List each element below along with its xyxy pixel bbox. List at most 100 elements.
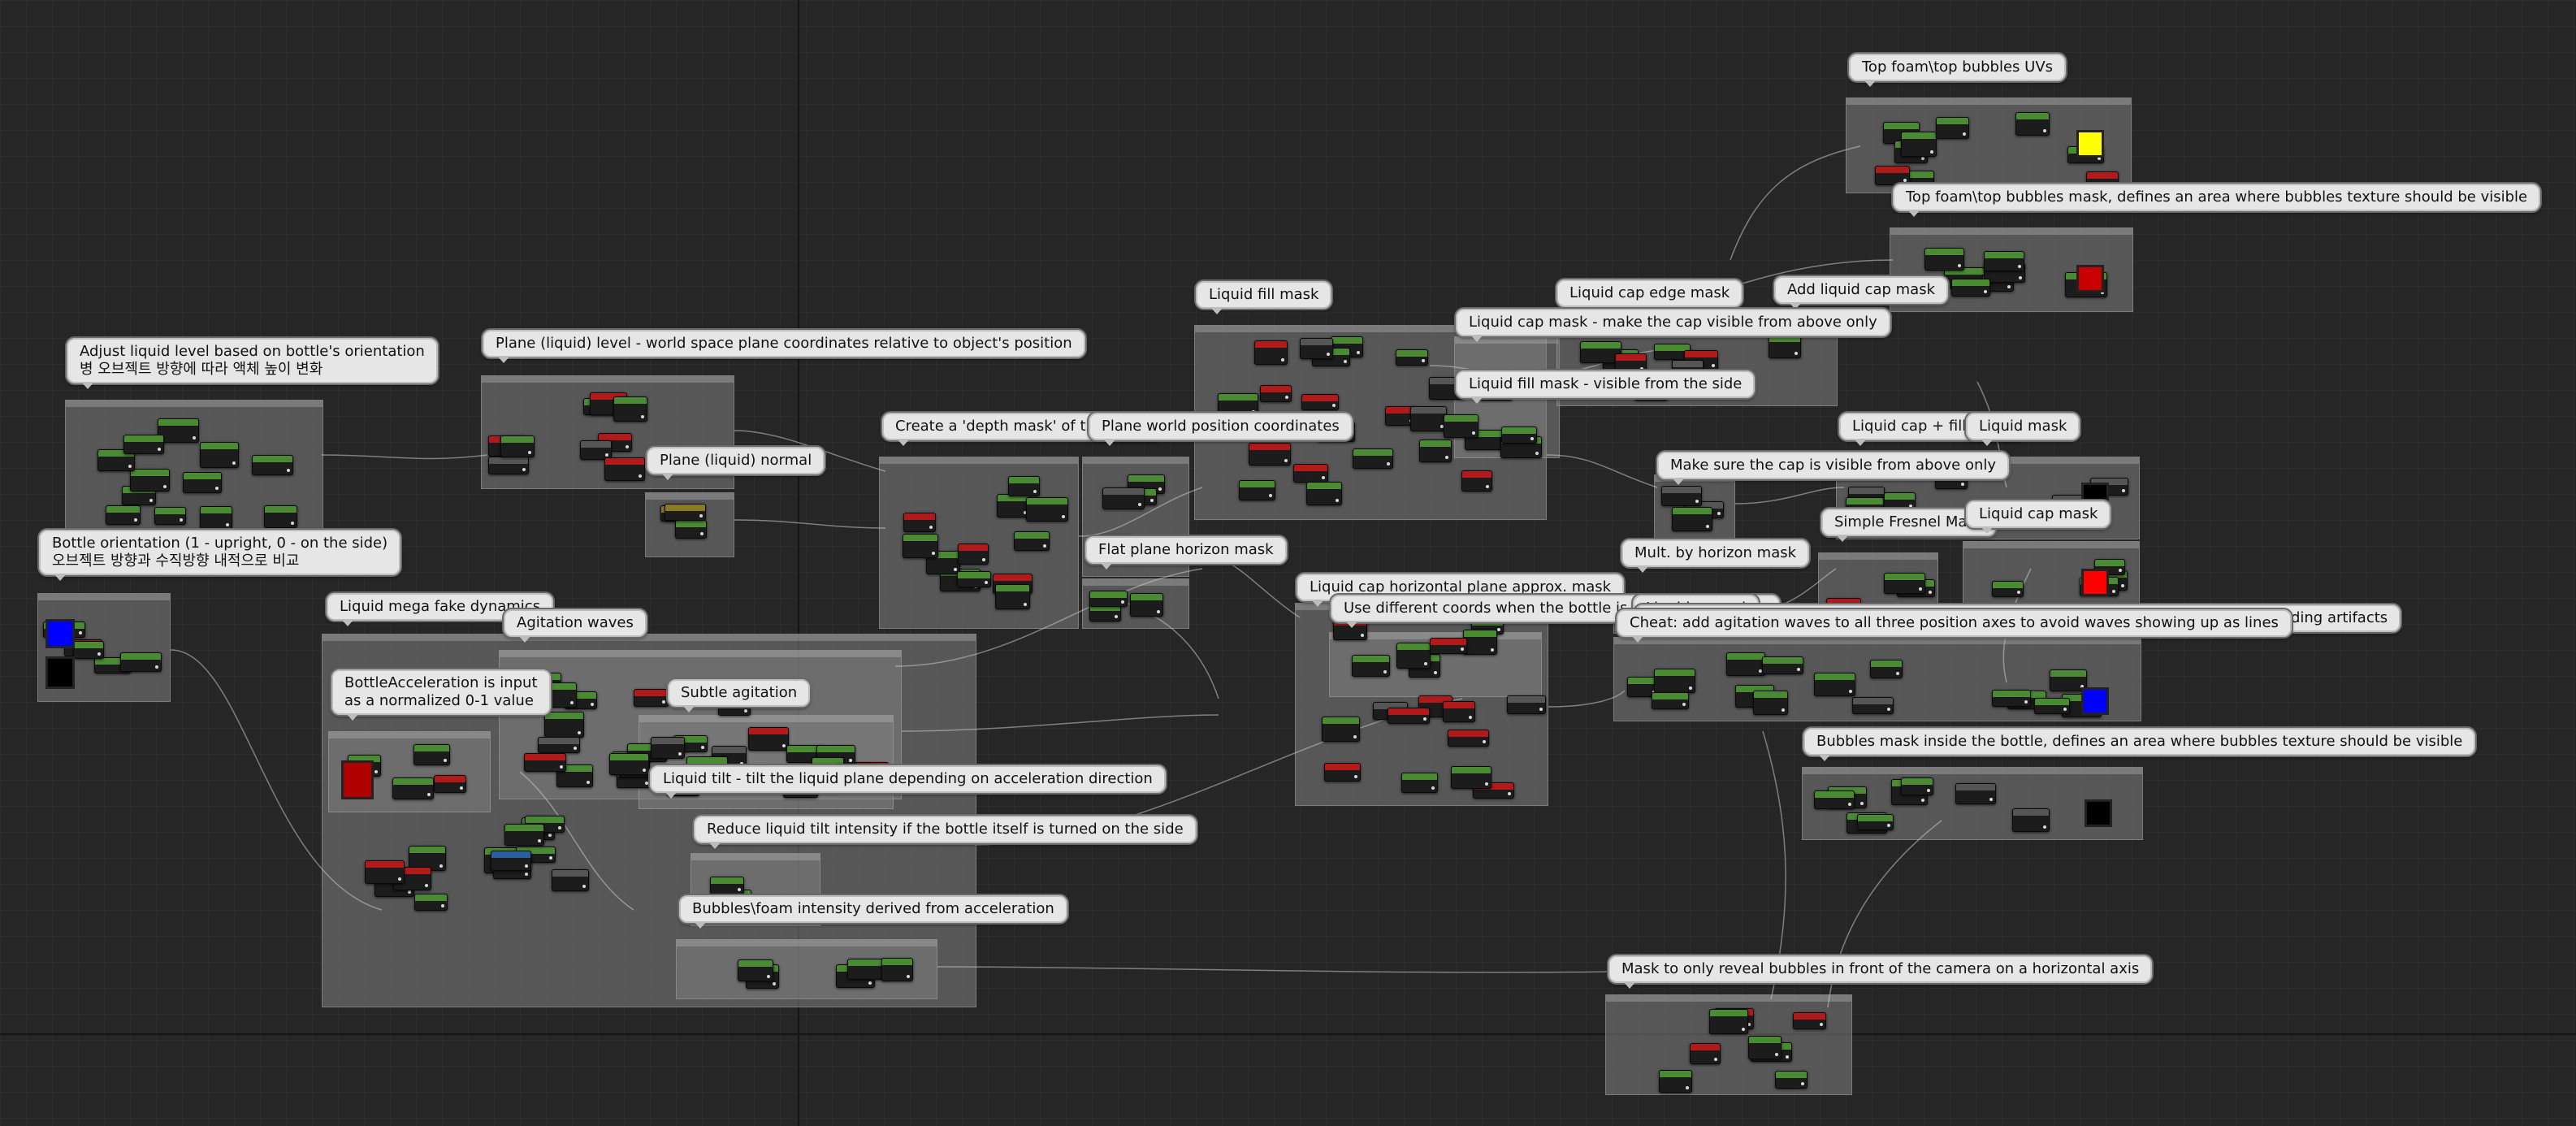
expression-node[interactable]: [1875, 166, 1910, 185]
output-pin[interactable]: [287, 469, 290, 472]
expression-node[interactable]: [634, 689, 669, 707]
output-pin[interactable]: [374, 770, 378, 773]
expression-node[interactable]: [604, 457, 645, 481]
output-pin[interactable]: [460, 786, 463, 790]
output-pin[interactable]: [1860, 802, 1864, 805]
output-pin[interactable]: [1491, 648, 1494, 652]
output-pin[interactable]: [1062, 515, 1065, 518]
output-pin[interactable]: [1896, 672, 1899, 675]
output-pin[interactable]: [158, 448, 161, 451]
comment-bubble-top-foam-mask[interactable]: Top foam\top bubbles mask, defines an ar…: [1893, 184, 2541, 217]
expression-node[interactable]: [738, 959, 773, 981]
expression-node[interactable]: [500, 435, 535, 457]
output-pin[interactable]: [1332, 404, 1336, 407]
output-pin[interactable]: [740, 762, 743, 765]
output-pin[interactable]: [549, 856, 552, 860]
expression-node[interactable]: [1461, 470, 1492, 492]
expression-node[interactable]: [414, 894, 448, 911]
expression-node[interactable]: [1324, 763, 1361, 782]
output-pin[interactable]: [1887, 824, 1890, 827]
expression-node[interactable]: [1857, 814, 1894, 830]
expression-node[interactable]: [1992, 690, 2031, 707]
output-pin[interactable]: [929, 526, 933, 529]
output-pin[interactable]: [1285, 396, 1288, 399]
expression-node[interactable]: [1672, 507, 1712, 531]
comment-bubble-mult-horizon[interactable]: Mult. by horizon mask: [1621, 539, 1810, 573]
output-pin[interactable]: [662, 700, 665, 704]
expression-node[interactable]: [1353, 448, 1393, 469]
expression-node[interactable]: [1924, 248, 1964, 271]
output-pin[interactable]: [439, 864, 443, 868]
output-pin[interactable]: [1336, 499, 1339, 502]
output-pin[interactable]: [441, 904, 444, 907]
expression-node[interactable]: [1239, 480, 1275, 500]
expression-node[interactable]: [1769, 335, 1801, 358]
expression-node[interactable]: [1430, 638, 1467, 654]
comment-bubble-liquid-cap-mask[interactable]: Liquid cap mask: [1966, 500, 2111, 534]
output-pin[interactable]: [1909, 505, 1912, 508]
expression-node[interactable]: [1501, 427, 1537, 444]
output-pin[interactable]: [1115, 615, 1118, 618]
expression-node[interactable]: [1300, 338, 1333, 359]
comment-bubble-liquid-cap-edge-mask[interactable]: Liquid cap edge mask: [1556, 279, 1743, 313]
expression-node[interactable]: [1992, 581, 2024, 597]
expression-node[interactable]: [1352, 655, 1390, 677]
expression-node[interactable]: [1463, 630, 1497, 655]
comment-bubble-subtle-agitation[interactable]: Subtle agitation: [668, 679, 811, 712]
expression-node[interactable]: [183, 472, 222, 493]
expression-node[interactable]: [1654, 669, 1695, 693]
output-pin[interactable]: [2043, 825, 2046, 829]
expression-node[interactable]: [1322, 717, 1360, 742]
comment-bubble-bottle-orientation[interactable]: Bottle orientation (1 - upright, 0 - on …: [39, 530, 401, 581]
comment-bubble-plane-level[interactable]: Plane (liquid) level - world space plane…: [483, 330, 1085, 363]
expression-node[interactable]: [552, 869, 589, 891]
output-pin[interactable]: [1138, 503, 1141, 506]
comment-bubble-reduce-liquid-tilt[interactable]: Reduce liquid tilt intensity if the bott…: [694, 816, 1197, 849]
output-pin[interactable]: [1158, 487, 1162, 491]
comment-bubble-plane-normal[interactable]: Plane (liquid) normal: [647, 447, 825, 480]
expression-node[interactable]: [1936, 117, 1969, 139]
output-pin[interactable]: [1530, 437, 1534, 440]
expression-node[interactable]: [1709, 1009, 1748, 1034]
expression-node[interactable]: [995, 584, 1030, 609]
expression-node[interactable]: [252, 455, 293, 475]
expression-node[interactable]: [881, 958, 913, 981]
output-pin[interactable]: [528, 451, 531, 454]
output-pin[interactable]: [2019, 276, 2022, 279]
output-pin[interactable]: [578, 731, 581, 734]
output-pin[interactable]: [1361, 634, 1364, 637]
expression-node[interactable]: [1249, 443, 1291, 466]
output-pin[interactable]: [525, 873, 528, 876]
output-pin[interactable]: [1284, 459, 1288, 462]
output-pin[interactable]: [868, 981, 872, 985]
output-pin[interactable]: [1423, 717, 1427, 721]
expression-node[interactable]: [2012, 808, 2050, 832]
expression-node[interactable]: [544, 712, 584, 738]
output-pin[interactable]: [2017, 591, 2020, 594]
output-pin[interactable]: [1387, 462, 1390, 466]
output-pin[interactable]: [744, 709, 747, 712]
output-pin[interactable]: [1795, 352, 1798, 355]
output-pin[interactable]: [1682, 703, 1686, 706]
output-pin[interactable]: [1797, 668, 1800, 671]
output-pin[interactable]: [1440, 425, 1444, 428]
output-pin[interactable]: [1919, 587, 1922, 591]
expression-node[interactable]: [903, 534, 938, 558]
output-pin[interactable]: [1327, 353, 1330, 356]
output-pin[interactable]: [1989, 798, 1993, 801]
output-pin[interactable]: [215, 487, 219, 490]
expression-node[interactable]: [491, 851, 531, 871]
output-pin[interactable]: [163, 485, 167, 488]
expression-node[interactable]: [1748, 1036, 1782, 1059]
output-pin[interactable]: [1461, 647, 1464, 651]
output-pin[interactable]: [1927, 789, 1930, 792]
output-pin[interactable]: [149, 499, 153, 502]
expression-node[interactable]: [958, 544, 989, 565]
expression-node[interactable]: [847, 959, 888, 980]
output-pin[interactable]: [1759, 669, 1762, 673]
expression-node[interactable]: [1026, 497, 1068, 522]
output-pin[interactable]: [626, 445, 629, 448]
output-pin[interactable]: [587, 781, 590, 784]
comment-bubble-agitation-waves[interactable]: Agitation waves: [504, 609, 647, 643]
output-pin[interactable]: [1689, 686, 1692, 690]
